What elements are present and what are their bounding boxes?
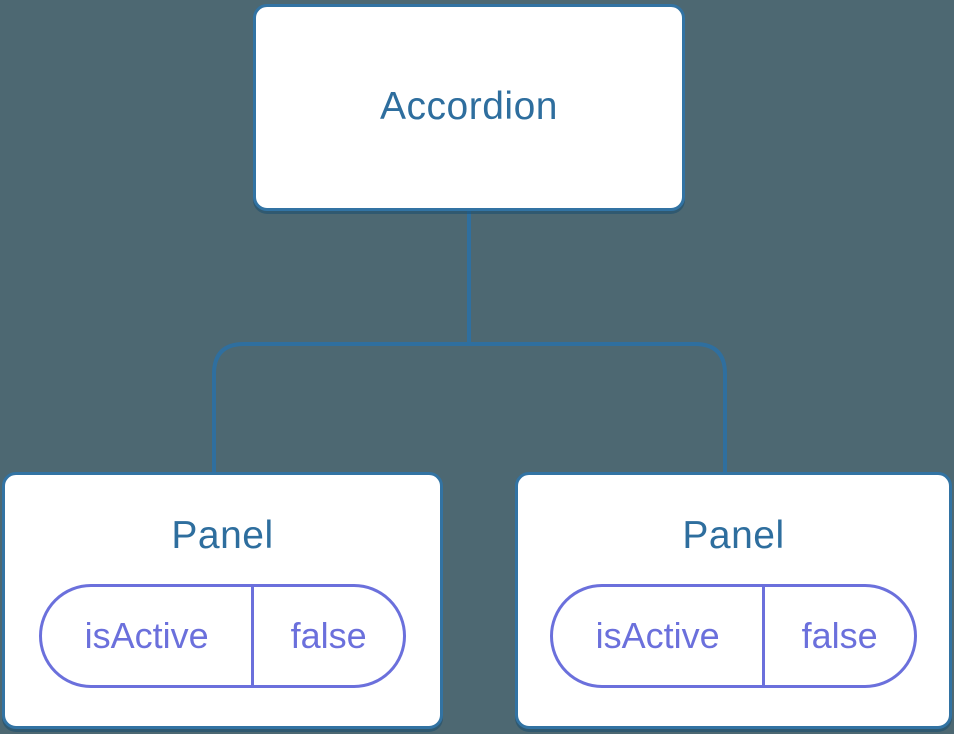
- child-component-node-1: Panel isActive false: [2, 472, 443, 729]
- child-component-node-2: Panel isActive false: [515, 472, 952, 729]
- root-component-node: Accordion: [253, 4, 685, 211]
- state-value: false: [290, 614, 367, 656]
- state-value: false: [801, 614, 878, 656]
- connector-branch: [212, 342, 727, 472]
- root-component-label: Accordion: [380, 85, 558, 129]
- state-key: isActive: [553, 586, 766, 685]
- state-pill: isActive false: [550, 583, 917, 688]
- state-pill: isActive false: [39, 583, 406, 688]
- child-component-label: Panel: [171, 514, 274, 557]
- child-component-label: Panel: [682, 514, 785, 557]
- state-key: isActive: [42, 586, 255, 685]
